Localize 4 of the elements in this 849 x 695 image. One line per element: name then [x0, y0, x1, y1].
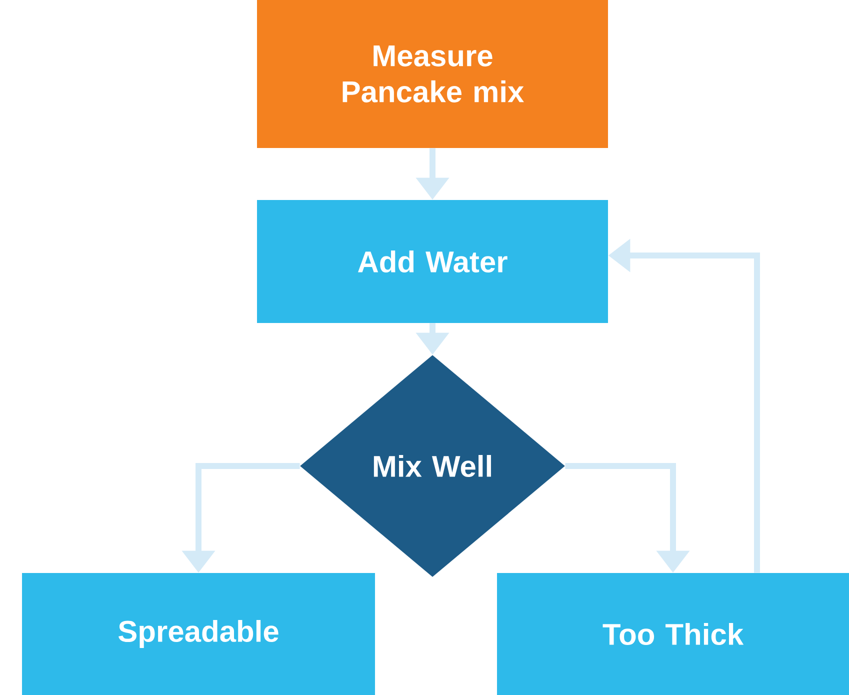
process-box: Too Thick: [497, 573, 849, 695]
process-box: Add Water: [257, 200, 608, 323]
process-box: Spreadable: [22, 573, 375, 695]
process-box: Measure Pancake mix: [257, 0, 608, 148]
